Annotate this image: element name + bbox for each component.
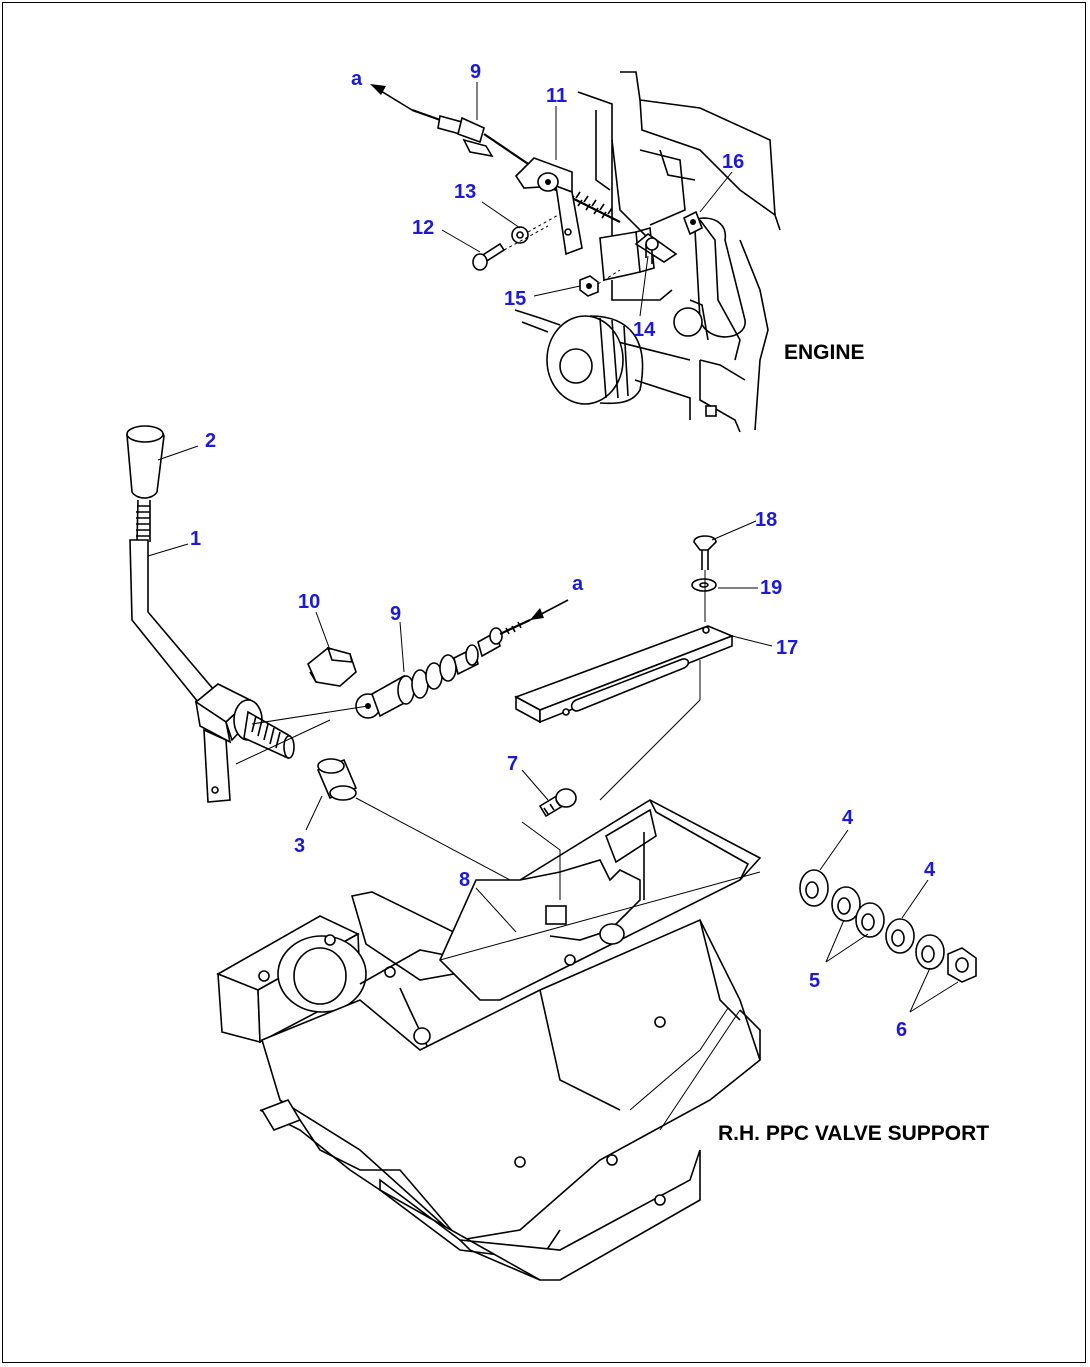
callout-18: 18 (755, 509, 777, 531)
bushing-3 (316, 758, 358, 801)
callout-4-right: 4 (924, 859, 936, 881)
callout-19: 19 (760, 577, 782, 599)
callout-1: 1 (190, 528, 201, 550)
bracket-11 (514, 157, 583, 256)
callout-3: 3 (294, 835, 305, 857)
callout-16: 16 (722, 151, 744, 173)
callout-2: 2 (205, 430, 216, 452)
hardware-12-13-15 (472, 213, 621, 297)
callout-13: 13 (454, 181, 476, 203)
leader-lines (147, 82, 959, 1013)
callout-17: 17 (776, 637, 798, 659)
callout-15: 15 (504, 288, 526, 310)
arrow-label-a-middle: a (572, 573, 584, 595)
cable-lower (355, 619, 531, 719)
arrow-a-middle (529, 599, 569, 621)
callout-14: 14 (633, 319, 656, 341)
callout-7: 7 (507, 753, 518, 775)
callout-11: 11 (546, 85, 567, 107)
callout-6: 6 (896, 1019, 907, 1041)
callout-5: 5 (809, 970, 820, 992)
lever-assembly (126, 425, 295, 803)
callout-labels: a 9 11 16 13 12 15 14 2 1 10 9 a 18 19 1… (190, 61, 936, 1041)
washer-stack (799, 869, 977, 983)
assembly-lines (235, 705, 761, 1131)
callout-12: 12 (412, 217, 434, 239)
callout-9-top: 9 (470, 61, 481, 83)
caption-engine: ENGINE (784, 341, 865, 364)
callout-8: 8 (459, 869, 470, 891)
cable-upper (411, 108, 621, 223)
arrow-a-top (370, 84, 413, 111)
caption-ppc-valve-support: R.H. PPC VALVE SUPPORT (718, 1122, 989, 1145)
lever-14 (634, 210, 704, 264)
plate-17 (514, 535, 735, 801)
callout-9-middle: 9 (390, 603, 401, 625)
clip-10 (307, 646, 357, 687)
callout-4-left: 4 (842, 807, 854, 829)
callout-10: 10 (298, 591, 320, 613)
ppc-valve-support (216, 799, 762, 1281)
arrow-label-a-top: a (351, 68, 363, 90)
engine-assembly (514, 71, 781, 433)
